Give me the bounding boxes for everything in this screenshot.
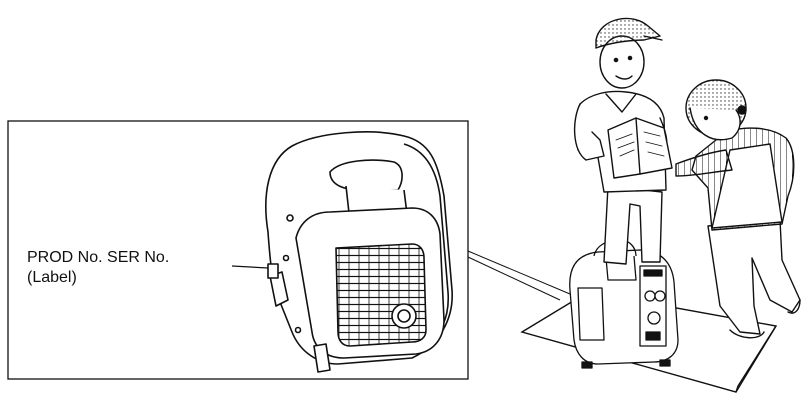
zoom-line-lower [467, 256, 561, 301]
zoom-line-upper [467, 250, 571, 295]
generator-detail [265, 131, 453, 373]
callout-line-2: (Label) [27, 269, 77, 286]
detail-inset-frame [7, 120, 469, 380]
callout-leader [231, 265, 269, 269]
callout-line-1: PROD No. SER No. [27, 249, 170, 266]
woman-figure [675, 79, 801, 339]
man-figure [573, 17, 673, 265]
serial-label-callout: PROD No. SER No. (Label) [27, 248, 169, 288]
generator-small [569, 239, 679, 369]
